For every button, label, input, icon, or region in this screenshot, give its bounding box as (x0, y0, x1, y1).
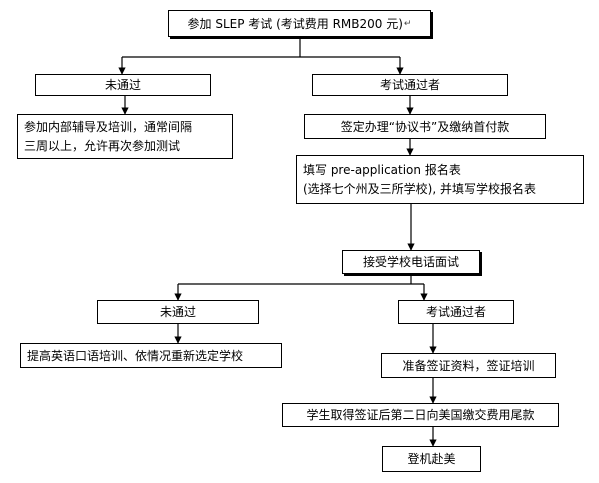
node-retrain-2: 提高英语口语培训、依情况重新选定学校 (20, 343, 282, 368)
node-retrain-1: 参加内部辅导及培训，通常间隔 三周以上，允许再次参加测试 (17, 114, 233, 159)
node-fail-1-label: 未通过 (104, 78, 141, 92)
node-depart: 登机赴美 (382, 446, 481, 472)
node-pass-1-label: 考试通过者 (379, 78, 440, 92)
node-retrain-2-label: 提高英语口语培训、依情况重新选定学校 (27, 348, 244, 363)
node-final-payment-label: 学生取得签证后第二日向美国缴交费用尾款 (306, 408, 535, 422)
node-final-payment: 学生取得签证后第二日向美国缴交费用尾款 (282, 403, 559, 427)
node-retrain-1-line-1: 参加内部辅导及培训，通常间隔 (24, 119, 193, 134)
node-pass-2-label: 考试通过者 (425, 305, 486, 319)
node-fail-1: 未通过 (35, 74, 211, 96)
node-phone-interview-label: 接受学校电话面试 (362, 255, 459, 269)
node-pre-application-line-1: 填写 pre-application 报名表 (303, 162, 461, 177)
node-sign-agreement: 签定办理“协议书”及缴纳首付款 (304, 114, 546, 139)
node-slep-exam: 参加 SLEP 考试 (考试费用 RMB200 元)↵ (168, 10, 431, 37)
node-phone-interview: 接受学校电话面试 (342, 250, 480, 274)
node-visa-prep-label: 准备签证资料，签证培训 (402, 358, 535, 373)
node-sign-agreement-label: 签定办理“协议书”及缴纳首付款 (340, 119, 510, 134)
node-fail-2-label: 未通过 (159, 305, 196, 319)
node-pre-application-line-2: (选择七个州及三所学校), 并填写学校报名表 (303, 181, 536, 196)
node-pre-application: 填写 pre-application 报名表 (选择七个州及三所学校), 并填写… (296, 155, 584, 204)
return-mark-glyph: ↵ (403, 18, 412, 29)
node-slep-exam-label: 参加 SLEP 考试 (考试费用 RMB200 元) (187, 16, 403, 31)
node-visa-prep: 准备签证资料，签证培训 (381, 353, 556, 378)
node-pass-2: 考试通过者 (398, 300, 514, 324)
node-depart-label: 登机赴美 (407, 452, 456, 466)
node-fail-2: 未通过 (97, 300, 259, 324)
node-retrain-1-line-2: 三周以上，允许再次参加测试 (24, 138, 181, 153)
node-pass-1: 考试通过者 (312, 74, 508, 96)
